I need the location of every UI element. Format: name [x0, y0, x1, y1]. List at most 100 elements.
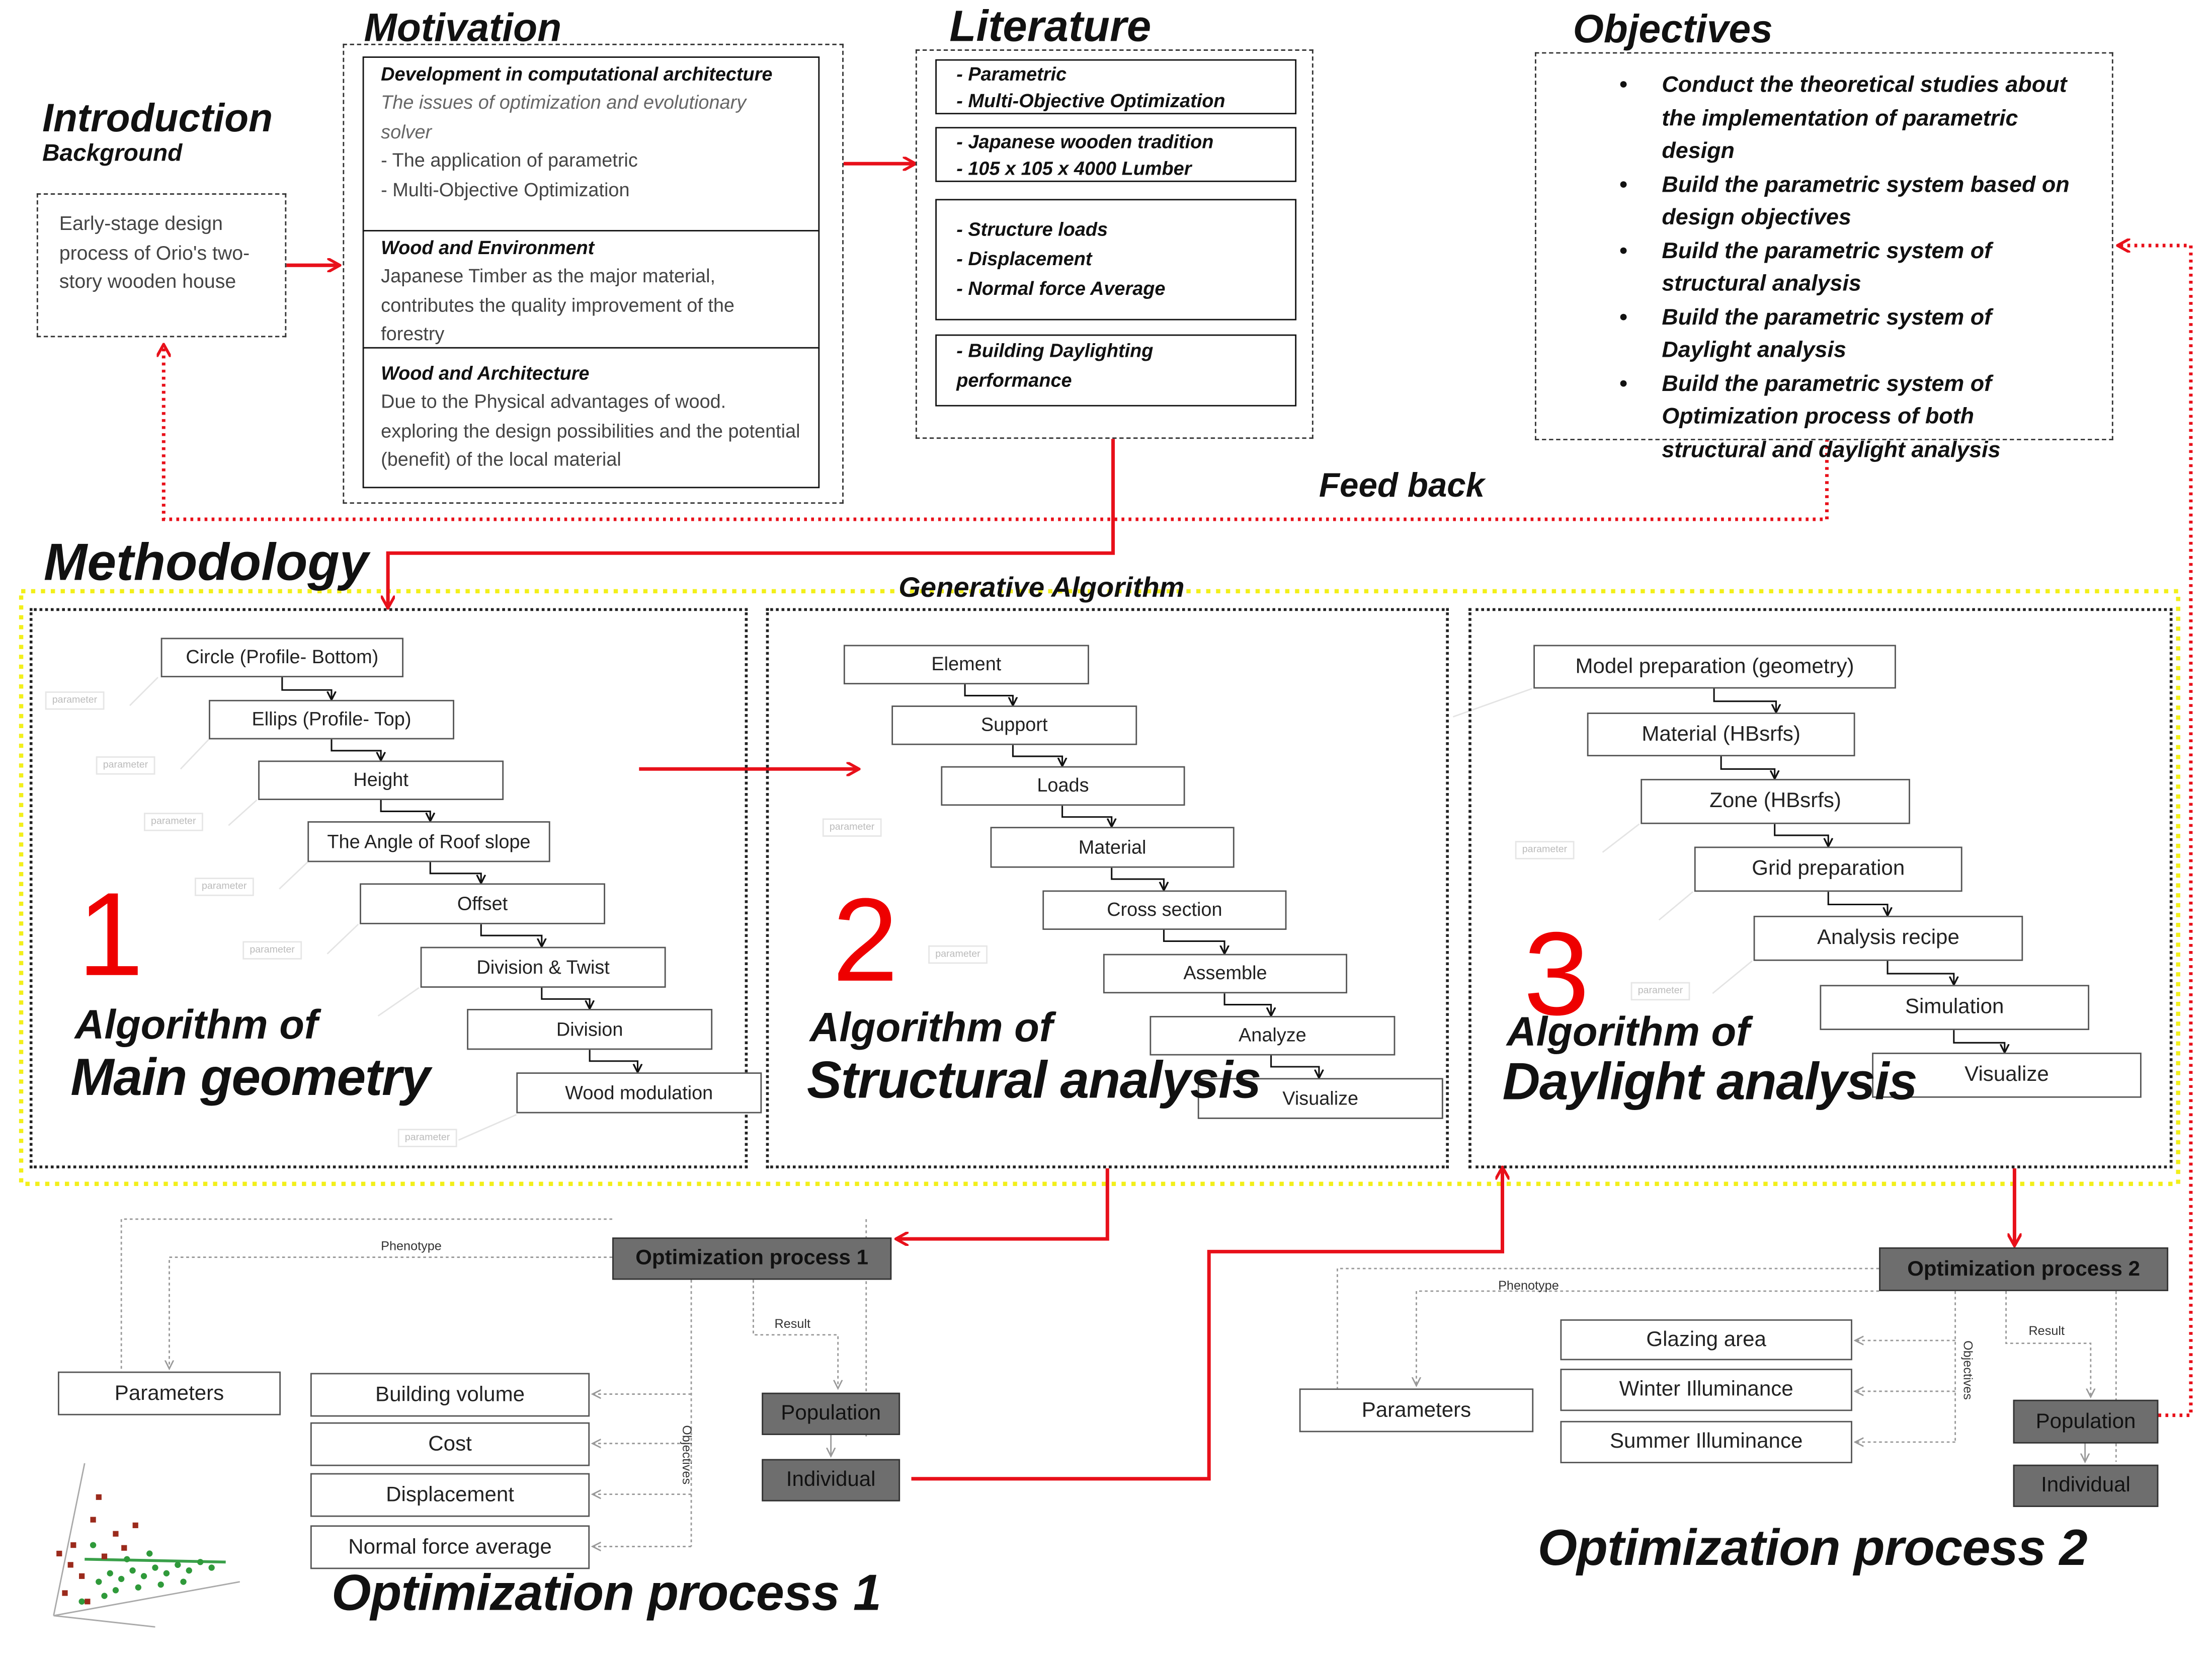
opt2-phenotype-line: [1416, 1290, 1879, 1386]
objectives-title: Objectives: [1573, 7, 1773, 51]
algo2-step: Assemble: [1103, 954, 1348, 994]
arrow-literature-methodology: [388, 439, 1115, 607]
ghost-parameter: parameter: [1630, 982, 1690, 1001]
feedback-label: Feed back: [1319, 467, 1485, 505]
arrow-algo2-opt1: [897, 1168, 1109, 1239]
ghost-parameter: parameter: [194, 878, 254, 896]
ghost-parameter: parameter: [1515, 841, 1575, 859]
opt2-result-label: Result: [2028, 1323, 2065, 1338]
algo2-step: Visualize: [1197, 1078, 1443, 1119]
introduction-text: Early-stage design process of Orio's two…: [59, 211, 250, 292]
opt2-objective-box: Summer Illuminance: [1560, 1420, 1852, 1463]
opt2-objectives-label: Objectives: [1960, 1340, 1975, 1400]
algo3-step: Grid preparation: [1694, 846, 1962, 892]
algo2-step: Analyze: [1150, 1016, 1396, 1056]
algorithm-1-number: 1: [77, 867, 144, 1001]
algorithm-1-name: Main geometry: [70, 1048, 430, 1107]
introduction-box: Early-stage design process of Orio's two…: [36, 193, 287, 338]
algo1-step: Ellips (Profile- Top): [209, 699, 454, 740]
objectives-list: Conduct the theoretical studies about th…: [1600, 69, 2070, 467]
algo2-step-connectors: [964, 684, 1319, 1078]
algorithm-3-panel: [1468, 608, 2173, 1168]
algorithm-2-name: Structural analysis: [807, 1051, 1261, 1110]
algo2-step: Support: [891, 705, 1137, 745]
ghost-parameter: parameter: [45, 691, 105, 710]
algo3-step: Zone (HBsrfs): [1641, 778, 1910, 824]
generative-algorithm-label: Generative Algorithm: [898, 573, 1185, 604]
literature-box-parametric: - Parametric - Multi-Objective Optimizat…: [935, 59, 1297, 115]
methodology-boundary: [19, 589, 2180, 1186]
opt2-outer-line: [1336, 1268, 1879, 1389]
optimization-process-1-box: Optimization process 1: [612, 1237, 892, 1280]
algo3-step-connectors: [1713, 688, 2005, 1052]
opt1-phenotype-label: Phenotype: [381, 1239, 442, 1253]
opt1-objectives-label: Objectives: [680, 1425, 694, 1485]
literature-item: - Displacement: [956, 248, 1092, 270]
algo3-step: Material (HBsrfs): [1587, 713, 1855, 757]
algo2-step: Cross section: [1042, 890, 1287, 930]
opt1-result-label: Result: [774, 1316, 811, 1331]
algorithm-1-panel: [29, 608, 748, 1168]
opt1-phenotype-line: [170, 1256, 613, 1369]
algo2-step: Loads: [941, 766, 1185, 806]
opt2-population-box: Population: [2013, 1399, 2159, 1444]
objective-item: Build the parametric system of Optimizat…: [1600, 367, 2070, 467]
algo1-step: Height: [258, 760, 504, 800]
motivation-section-computational: Development in computational architectur…: [362, 56, 820, 231]
algo1-step: Division: [467, 1009, 713, 1050]
objective-item: Build the parametric system based on des…: [1600, 169, 2070, 235]
optimization-process-1-title: Optimization process 1: [331, 1563, 881, 1622]
motivation-title: Motivation: [364, 6, 562, 50]
literature-box-tradition: - Japanese wooden tradition - 105 x 105 …: [935, 127, 1297, 182]
algo1-step: The Angle of Roof slope: [307, 821, 550, 862]
objectives-box: Conduct the theoretical studies about th…: [1534, 52, 2113, 462]
algorithm-2-panel: [766, 608, 1449, 1168]
literature-item: - Parametric: [956, 63, 1067, 85]
algo1-step: Circle (Profile- Bottom): [160, 638, 404, 678]
ghost-parameter: parameter: [144, 813, 203, 831]
motivation-text-3: Due to the Physical advantages of wood. …: [381, 390, 800, 470]
motivation-line-parametric: - The application of parametric: [381, 149, 638, 171]
ghost-parameter: parameter: [96, 756, 155, 775]
optimization-process-2-box: Optimization process 2: [1879, 1247, 2169, 1291]
opt1-objective-box: Cost: [310, 1422, 590, 1466]
literature-item: - Japanese wooden tradition: [956, 131, 1214, 152]
ghost-parameter: parameter: [822, 818, 882, 837]
opt2-phenotype-label: Phenotype: [1498, 1278, 1559, 1293]
literature-item: - Multi-Objective Optimization: [956, 90, 1225, 112]
objective-item: Build the parametric system of Daylight …: [1600, 301, 2070, 368]
algorithm-3-number: 3: [1523, 907, 1590, 1040]
algo2-step: Material: [990, 827, 1235, 868]
literature-item: - Normal force Average: [956, 278, 1166, 299]
algo1-step: Wood modulation: [516, 1072, 762, 1114]
optimization-process-2-title: Optimization process 2: [1537, 1518, 2088, 1576]
algo3-step: Analysis recipe: [1753, 915, 2023, 961]
opt2-individual-box: Individual: [2013, 1464, 2159, 1507]
motivation-heading-3: Wood and Architecture: [381, 362, 590, 384]
literature-title: Literature: [949, 1, 1152, 51]
arrow-individual-algo3: [911, 1168, 1503, 1481]
algo1-step: Offset: [360, 883, 606, 924]
algorithm-2-label: Algorithm of: [809, 1006, 1053, 1052]
ghost-parameter: parameter: [397, 1129, 457, 1147]
literature-item: - 105 x 105 x 4000 Lumber: [956, 158, 1192, 180]
opt1-objective-box: Displacement: [310, 1473, 590, 1517]
opt2-result-line: [2005, 1291, 2091, 1397]
opt2-objective-box: Winter Illuminance: [1560, 1369, 1852, 1411]
motivation-heading-2: Wood and Environment: [381, 237, 595, 259]
literature-box-daylight: - Building Daylighting performance: [935, 334, 1297, 407]
objective-item: Conduct the theoretical studies about th…: [1600, 69, 2070, 169]
opt2-objective-box: Glazing area: [1560, 1319, 1852, 1361]
algorithm-1-label: Algorithm of: [74, 1003, 318, 1049]
methodology-title: Methodology: [43, 533, 369, 591]
opt1-individual-box: Individual: [762, 1459, 900, 1502]
objective-item: Build the parametric system of structura…: [1600, 235, 2070, 301]
algorithm-3-name: Daylight analysis: [1502, 1052, 1917, 1111]
opt1-parameters-box: Parameters: [57, 1371, 281, 1415]
opt1-objective-box: Normal force average: [310, 1525, 590, 1569]
opt2-parameters-box: Parameters: [1299, 1388, 1534, 1433]
algo1-step: Division & Twist: [420, 946, 666, 988]
feedback-line-objectives: [2119, 246, 2193, 1417]
literature-box-structure: - Structure loads - Displacement - Norma…: [935, 199, 1297, 321]
opt1-population-box: Population: [762, 1392, 900, 1435]
